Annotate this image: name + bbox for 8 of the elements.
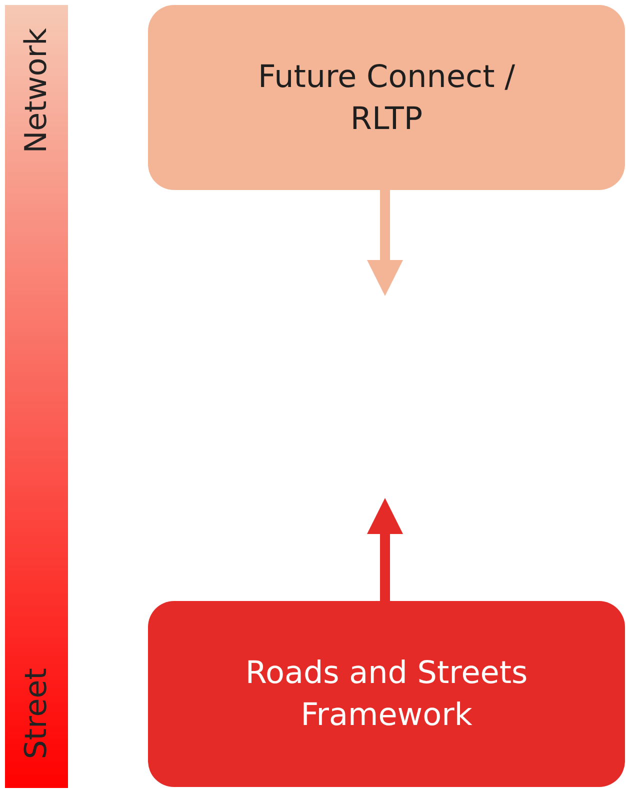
box-title: Roads and Streets Framework	[244, 654, 529, 735]
scale-label: Street	[20, 668, 54, 760]
arrow	[367, 190, 403, 296]
process-box	[148, 5, 625, 190]
process-box	[148, 601, 625, 787]
arrow	[367, 498, 403, 601]
scale-label: Network	[20, 28, 54, 154]
box-title: Future Connect / RLTP	[256, 58, 516, 138]
